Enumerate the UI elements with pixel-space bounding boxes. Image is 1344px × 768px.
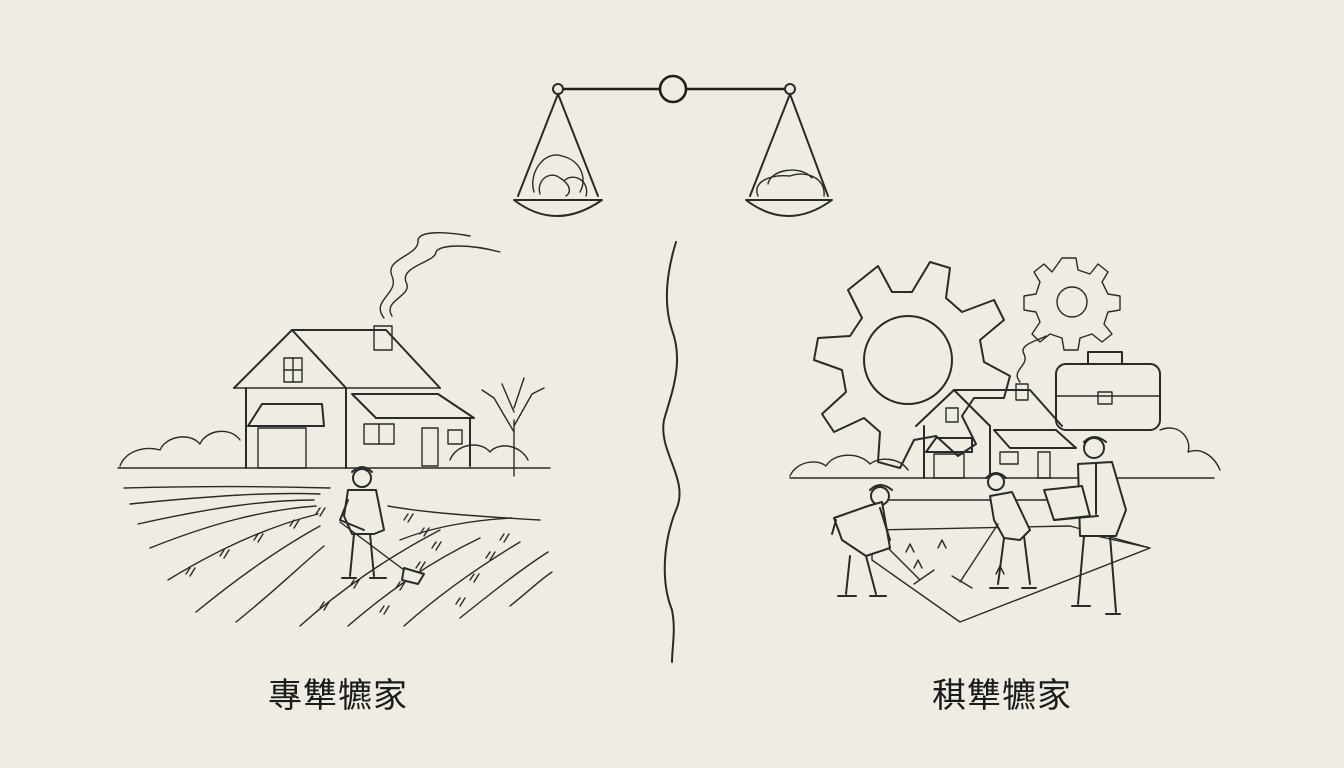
left-pan (513, 93, 603, 217)
farmer-figure (339, 466, 425, 585)
laptop-icon (1043, 485, 1099, 521)
balance-scale-icon (513, 74, 833, 217)
sprouts (185, 507, 510, 615)
farmhouse-icon (233, 325, 475, 469)
tree-icon (481, 377, 545, 477)
left-label: 專犨犥家 (268, 676, 408, 716)
manager-figure (1043, 436, 1127, 615)
left-scene (117, 232, 553, 627)
right-pan (745, 93, 833, 217)
gear-icon (813, 261, 1011, 469)
right-scene (789, 257, 1221, 623)
worker-figure-1 (831, 484, 935, 597)
right-label: 稘犨犥家 (932, 676, 1072, 716)
worker-figure-2 (951, 472, 1037, 589)
divider-line (662, 241, 681, 663)
briefcase-icon (1055, 351, 1161, 431)
farmhouse-icon (915, 383, 1077, 479)
small-gear-icon (1023, 257, 1121, 351)
